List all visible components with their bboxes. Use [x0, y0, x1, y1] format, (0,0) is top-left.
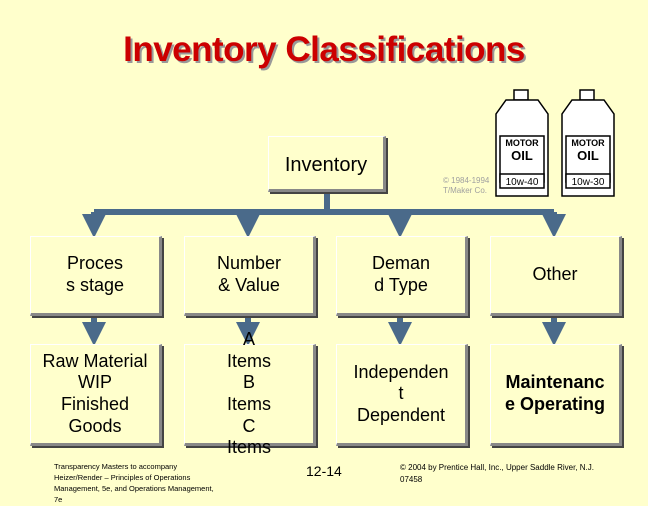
can-line2: OIL — [577, 148, 599, 163]
category-other: Other — [490, 236, 622, 316]
root-node-inventory: Inventory — [268, 136, 386, 192]
category-process-stage: Proces s stage — [30, 236, 162, 316]
can-line2: OIL — [511, 148, 533, 163]
category-label: Number & Value — [216, 253, 282, 295]
can-grade: 10w-30 — [572, 177, 605, 188]
motor-oil-can-icon: MOTOR OIL 10w-30 — [561, 89, 615, 197]
category-label: Proces s stage — [65, 253, 125, 295]
detail-label: A Items B Items C Items — [226, 329, 271, 458]
clipart-copyright: © 1984-1994 T/Maker Co. — [443, 176, 490, 196]
detail-label: Independen t Dependent — [353, 361, 449, 425]
category-demand-type: Deman d Type — [336, 236, 468, 316]
category-number-value: Number & Value — [184, 236, 316, 316]
detail-process-stage: Raw Material WIP Finished Goods — [30, 344, 162, 446]
can-grade: 10w-40 — [506, 177, 539, 188]
category-label: Other — [532, 264, 578, 285]
footer-copyright: © 2004 by Prentice Hall, Inc., Upper Sad… — [400, 463, 594, 484]
category-label: Deman d Type — [371, 253, 431, 295]
slide-number: 12-14 — [306, 463, 342, 479]
detail-label: Maintenanc e Operating — [504, 372, 606, 414]
motor-oil-can-icon: MOTOR OIL 10w-40 — [495, 89, 549, 197]
page-title: Inventory Classifications — [123, 30, 525, 69]
detail-demand-type: Independen t Dependent — [336, 344, 468, 446]
can-line1: MOTOR — [571, 138, 605, 148]
footer-attribution: Transparency Masters to accompany Heizer… — [54, 462, 214, 504]
detail-number-value: A Items B Items C Items — [184, 329, 316, 457]
can-line1: MOTOR — [505, 138, 539, 148]
detail-label: Raw Material WIP Finished Goods — [42, 350, 148, 436]
detail-other: Maintenanc e Operating — [490, 344, 622, 446]
root-label: Inventory — [284, 154, 368, 176]
